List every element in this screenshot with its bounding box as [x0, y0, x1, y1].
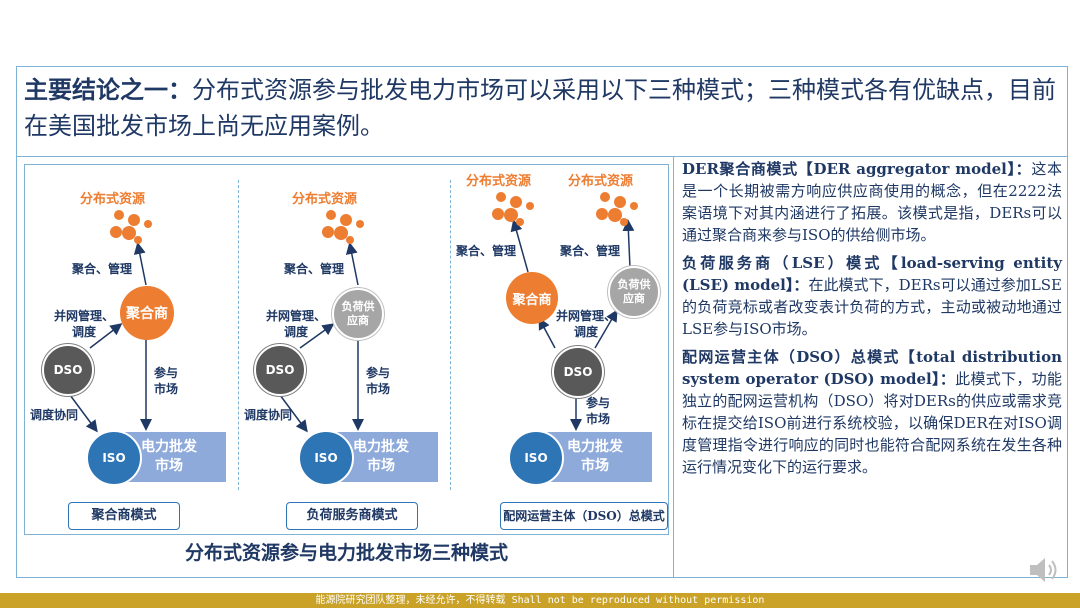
- aggregate-manage-label: 聚合、管理: [560, 244, 621, 258]
- diagram-frame: [24, 164, 669, 535]
- market-label: 市场: [154, 382, 179, 396]
- aggregator-node: 聚合商: [120, 286, 174, 340]
- footer-bar: 能源院研究团队整理，未经允许，不得转载 Shall not be reprodu…: [0, 593, 1080, 608]
- dispatch-label: 调度: [72, 325, 97, 339]
- aggregate-manage-label: 聚合、管理: [456, 244, 517, 258]
- dso-model-paragraph: 配网运营主体（DSO）总模式【total distribution system…: [682, 346, 1062, 478]
- diagram-caption: 分布式资源参与电力批发市场三种模式: [184, 542, 508, 564]
- lse-node: 负荷供应商: [608, 266, 660, 318]
- market-name-line2: 市场: [367, 458, 395, 474]
- dso-model-body: 此模式下，功能独立的配网运营机构（DSO）将对DERs的供应或需求竞标在提交给I…: [682, 370, 1062, 476]
- market-name-line1: 电力批发: [567, 439, 623, 455]
- market-label: 市场: [586, 412, 611, 426]
- der-label: 分布式资源: [466, 174, 532, 189]
- dso-node: DSO: [254, 344, 306, 396]
- der-label: 分布式资源: [568, 174, 634, 189]
- lse-model-paragraph: 负荷服务商（LSE）模式【load-serving entity (LSE) m…: [682, 252, 1062, 340]
- page-title: 主要结论之一：分布式资源参与批发电力市场可以采用以下三种模式；三种模式各有优缺点…: [24, 72, 1060, 144]
- market-name-line1: 电力批发: [353, 439, 409, 455]
- model-descriptions: DER聚合商模式【DER aggregator model】：这本是一个长期被需…: [682, 158, 1062, 484]
- grid-manage-label: 并网管理、: [556, 309, 617, 323]
- iso-node: ISO: [86, 430, 142, 486]
- mode-separator: [238, 180, 239, 490]
- content-frame: [16, 66, 1068, 578]
- iso-node: ISO: [298, 430, 354, 486]
- grid-manage-label: 并网管理、: [54, 309, 115, 323]
- aggregator-model-body: 这本是一个长期被需方响应供应商使用的概念，但在2222法案语境下对其内涵进行了拓…: [682, 160, 1062, 244]
- aggregator-node: 聚合商: [506, 272, 558, 324]
- aggregate-manage-label: 聚合、管理: [72, 262, 133, 276]
- der-label: 分布式资源: [80, 192, 146, 207]
- coordination-label: 调度协同: [244, 408, 293, 422]
- aggregator-model-paragraph: DER聚合商模式【DER aggregator model】：这本是一个长期被需…: [682, 158, 1062, 246]
- lse-line1: 负荷供: [341, 300, 375, 313]
- column-divider: [673, 156, 674, 578]
- mode-label-dso: 配网运营主体（DSO）总模式: [500, 502, 668, 530]
- dispatch-label: 调度: [574, 325, 599, 339]
- lse-line2: 应商: [623, 292, 645, 305]
- participate-label: 参与: [366, 366, 391, 380]
- der-label: 分布式资源: [292, 192, 358, 207]
- market-label: 市场: [366, 382, 391, 396]
- speaker-icon[interactable]: [1026, 554, 1062, 586]
- title-text: 分布式资源参与批发电力市场可以采用以下三种模式；三种模式各有优缺点，目前在美国批…: [24, 76, 1056, 140]
- market-name-line2: 市场: [581, 458, 609, 474]
- lse-line1: 负荷供: [617, 278, 651, 291]
- title-emphasis: 主要结论之一：: [24, 75, 192, 104]
- header-rule: [16, 156, 1068, 157]
- aggregator-model-heading: DER聚合商模式【DER aggregator model】：: [682, 160, 1032, 178]
- mode-label-lse: 负荷服务商模式: [286, 502, 418, 530]
- lse-model-body: 在此模式下，DERs可以通过参加LSE的负荷竞标或者改变表计负荷的方式，主动或被…: [682, 276, 1063, 338]
- participate-label: 参与: [154, 366, 179, 380]
- dso-model-heading: 配网运营主体（DSO）总模式【total distribution system…: [682, 348, 1062, 388]
- mode-label-aggregator: 聚合商模式: [68, 502, 180, 530]
- market-name-line2: 市场: [155, 458, 183, 474]
- dso-node: DSO: [552, 346, 604, 398]
- mode-separator: [450, 180, 451, 490]
- lse-node: 负荷供应商: [332, 288, 384, 340]
- market-name-line1: 电力批发: [141, 439, 197, 455]
- dispatch-label: 调度: [284, 325, 309, 339]
- grid-manage-label: 并网管理、: [266, 309, 327, 323]
- aggregate-manage-label: 聚合、管理: [284, 262, 345, 276]
- iso-node: ISO: [508, 430, 564, 486]
- coordination-label: 调度协同: [30, 408, 79, 422]
- dso-node: DSO: [42, 344, 94, 396]
- lse-model-heading: 负荷服务商（LSE）模式【load-serving entity (LSE) m…: [682, 254, 1062, 294]
- lse-line2: 应商: [347, 314, 369, 327]
- participate-label: 参与: [586, 396, 611, 410]
